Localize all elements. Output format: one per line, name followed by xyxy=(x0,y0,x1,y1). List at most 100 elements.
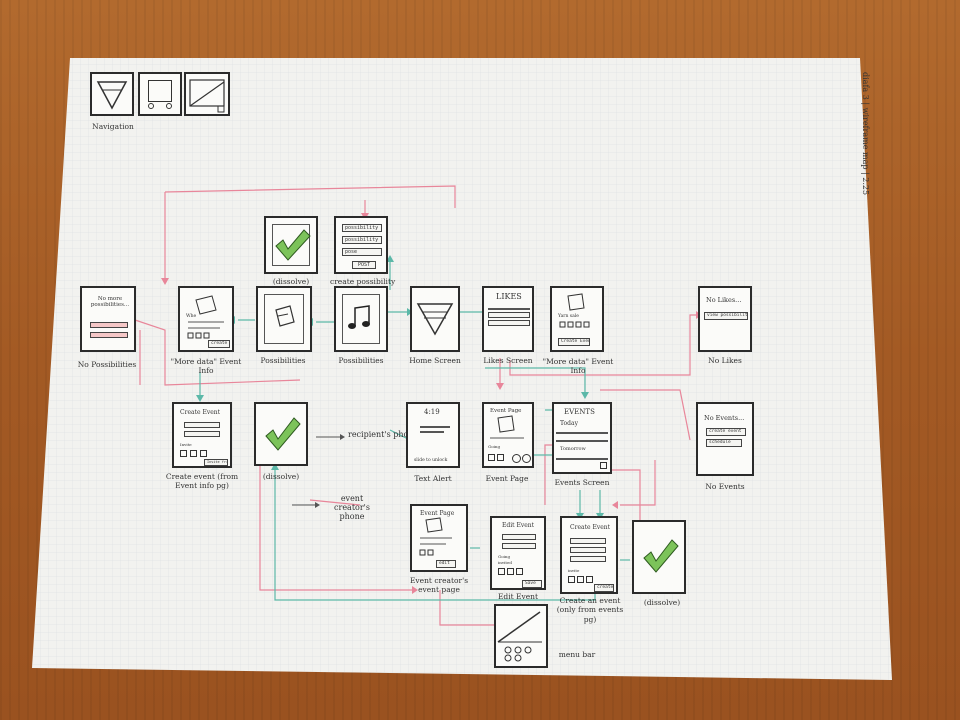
ticket-icon xyxy=(419,517,452,556)
triangle-down-icon xyxy=(96,81,128,110)
triangle-down-icon xyxy=(416,303,454,336)
screen-likes[interactable]: LIKES xyxy=(482,286,534,352)
ticket-icon xyxy=(490,415,524,439)
screen-dissolve-top[interactable] xyxy=(264,216,318,274)
nav-icon-home xyxy=(90,72,134,116)
screen-home[interactable] xyxy=(410,286,460,352)
recipient-phone-note: recipient's phone xyxy=(348,430,419,439)
create-possibility-label: create possibility xyxy=(330,277,396,286)
events-today: Today xyxy=(560,420,578,427)
screen-dissolve-right[interactable] xyxy=(632,520,686,594)
more-data-inner-text: Whe xyxy=(186,314,197,319)
create-event-right-label: Create an event (only from events pg) xyxy=(556,596,624,624)
slide-to-unlock[interactable]: slide to unlock xyxy=(414,458,448,463)
screen-menu-bar[interactable] xyxy=(494,604,548,668)
ticket-icon xyxy=(559,293,590,328)
circle-icon xyxy=(166,103,172,109)
possibilities-b-label: Possibilities xyxy=(338,356,384,365)
screen-create-possibility[interactable]: possibility possibility pose POST xyxy=(334,216,388,274)
screen-no-possibilities[interactable]: No more possibilities... xyxy=(80,286,136,352)
creator-event-page-label: Event creator's event page xyxy=(409,576,469,595)
creator-event-page-title: Event Page xyxy=(420,510,455,517)
diagonal-menu-icon xyxy=(189,79,225,113)
no-possibilities-title: No more possibilities... xyxy=(90,296,130,308)
diagonal-menu-icon xyxy=(497,611,542,662)
create-possibility-item-1[interactable]: possibility xyxy=(342,224,382,232)
screen-no-events[interactable]: No Events... create event schedule xyxy=(696,402,754,476)
create-event-right-title: Create Event xyxy=(570,524,611,531)
create-event-button[interactable]: create event xyxy=(706,428,746,436)
possibilities-a-label: Possibilities xyxy=(260,356,306,365)
dissolve-top-label: (dissolve) xyxy=(272,277,310,286)
create-event-left-label: Create event (from Event info pg) xyxy=(165,472,239,491)
more-data-2-inner-text: Yarn sale xyxy=(558,314,579,319)
circle-icon xyxy=(148,103,154,109)
schedule-button[interactable]: schedule xyxy=(706,439,742,447)
save-button[interactable]: Save xyxy=(522,580,542,588)
ticket-icon xyxy=(275,305,295,327)
create-possibility-item-3[interactable]: pose xyxy=(342,248,382,256)
pencil-arrows xyxy=(292,436,340,506)
view-possibilities-button[interactable]: view possibilities xyxy=(704,312,748,320)
add-event-icon[interactable] xyxy=(600,462,607,469)
screen-create-event-left[interactable]: Create Event Invite Invite friend xyxy=(172,402,232,468)
menu-bar-label: menu bar xyxy=(558,650,596,659)
dissolve-mid-label: (dissolve) xyxy=(262,472,300,481)
screen-create-event-right[interactable]: Create Event invite create xyxy=(560,516,618,594)
event-page-label: Event Page xyxy=(485,474,529,483)
no-likes-title: No Likes... xyxy=(706,296,742,304)
more-data-2-create-event-button[interactable]: Create Event xyxy=(558,338,590,346)
likes-screen-label: Likes Screen xyxy=(483,356,533,365)
screen-edit-event[interactable]: Edit Event Going invited Save xyxy=(490,516,546,590)
text-alert-label: Text Alert xyxy=(414,474,452,483)
creator-edit-button[interactable]: edit xyxy=(436,560,456,568)
no-events-label: No Events xyxy=(705,482,745,491)
screen-more-data-event-info[interactable]: Whe create xyxy=(178,286,234,352)
checkmark-icon xyxy=(275,229,311,261)
post-button[interactable]: POST xyxy=(352,261,376,269)
nav-icon-square xyxy=(138,72,182,116)
dissolve-right-label: (dissolve) xyxy=(643,598,681,607)
likes-title: LIKES xyxy=(496,292,522,301)
event-page-going: Going xyxy=(488,444,501,449)
edit-event-invited: invited xyxy=(498,560,512,565)
screen-possibilities-b[interactable] xyxy=(334,286,388,352)
creator-phone-note: event creator's phone xyxy=(334,494,370,521)
screen-creator-event-page[interactable]: Event Page edit xyxy=(410,504,468,572)
create-possibility-item-2[interactable]: possibility xyxy=(342,236,382,244)
screen-possibilities-a[interactable] xyxy=(256,286,312,352)
events-screen-label: Events Screen xyxy=(554,478,610,487)
event-page-title: Event Page xyxy=(490,408,522,414)
invite-friend-button[interactable]: Invite friend xyxy=(204,459,228,466)
screen-events[interactable]: EVENTS Today Tomorrow xyxy=(552,402,612,474)
screen-more-data-event-info-2[interactable]: Yarn sale Create Event xyxy=(550,286,604,352)
ticket-icon xyxy=(187,295,224,339)
create-event-left-title: Create Event xyxy=(180,409,221,416)
create-button[interactable]: create xyxy=(594,584,614,592)
no-possibilities-label: No Possibilities xyxy=(77,360,137,369)
nav-icon-menu xyxy=(184,72,230,116)
navigation-label: Navigation xyxy=(92,122,134,131)
edit-event-going: Going xyxy=(498,554,511,559)
events-tomorrow: Tomorrow xyxy=(560,446,586,452)
no-events-title: No Events... xyxy=(704,414,745,422)
screen-text-alert[interactable]: 4:19 slide to unlock xyxy=(406,402,460,468)
create-event-left-invite: Invite xyxy=(180,442,192,447)
checkmark-icon xyxy=(643,539,679,573)
events-title: EVENTS xyxy=(564,408,595,416)
music-note-icon xyxy=(348,305,370,329)
edit-event-title: Edit Event xyxy=(502,522,535,529)
edit-event-label: Edit Event xyxy=(497,592,539,601)
side-note: diafa 3 | wireframe map | 2.25 xyxy=(861,72,870,196)
screen-dissolve-mid[interactable] xyxy=(254,402,308,466)
screen-event-page[interactable]: Event Page Going xyxy=(482,402,534,468)
create-event-right-invite: invite xyxy=(568,568,580,573)
screen-no-likes[interactable]: No Likes... view possibilities xyxy=(698,286,752,352)
no-likes-label: No Likes xyxy=(708,356,742,365)
text-alert-time: 4:19 xyxy=(424,408,440,416)
more-data-event-info-2-label: "More data" Event Info xyxy=(542,357,614,376)
home-screen-label: Home Screen xyxy=(409,356,461,365)
checkmark-icon xyxy=(265,417,301,451)
more-data-create-button[interactable]: create xyxy=(208,340,230,348)
more-data-event-info-label: "More data" Event Info xyxy=(170,357,242,376)
